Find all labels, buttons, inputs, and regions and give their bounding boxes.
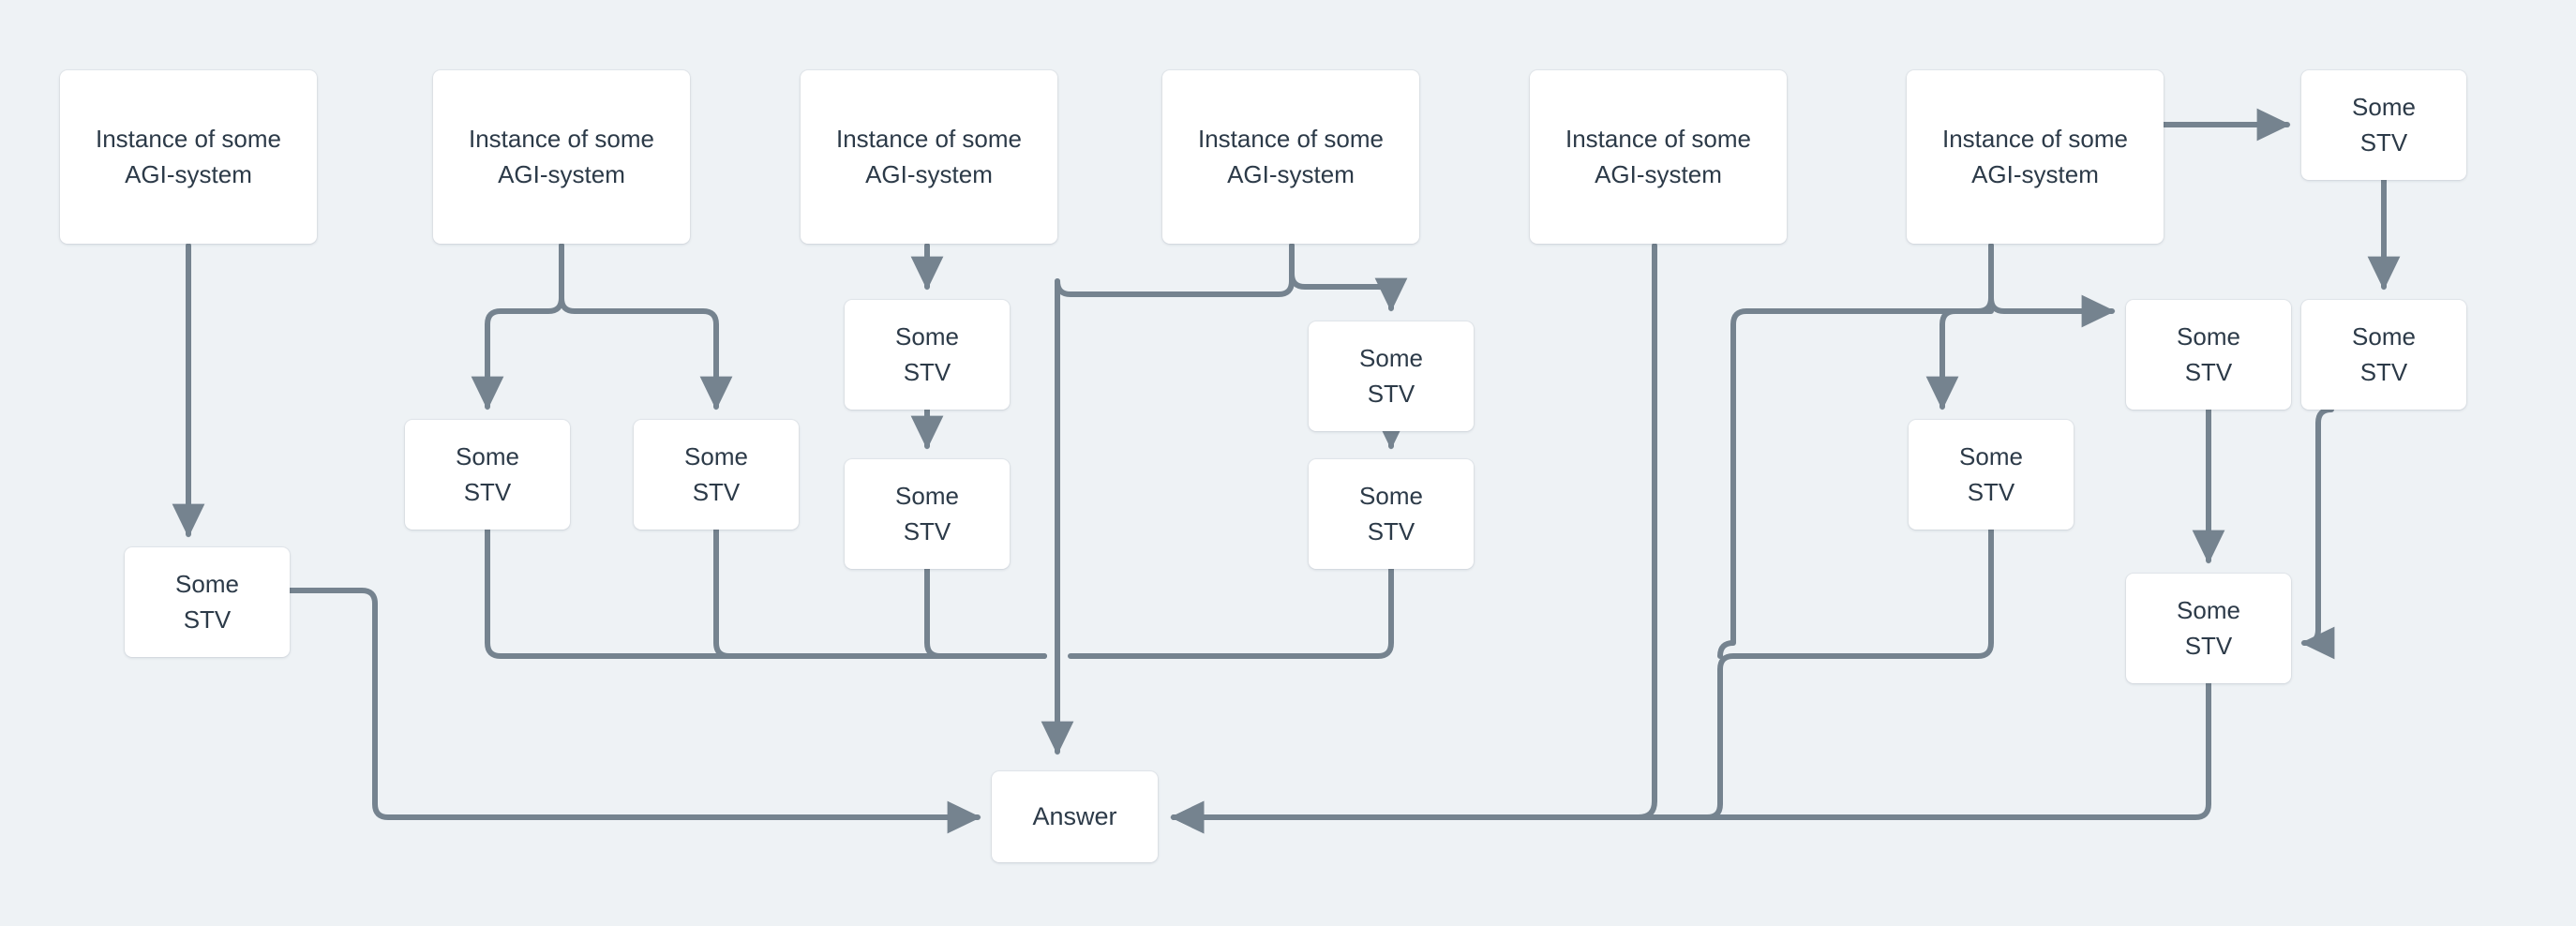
node-label: Some STV: [895, 481, 959, 545]
edge-stv4b-bus: [1068, 566, 1394, 659]
node-stv-1[interactable]: Some STV: [125, 547, 290, 657]
node-label: Instance of some AGI-system: [469, 124, 654, 188]
edge-stv6-answer: [1170, 527, 1994, 834]
node-label: Some STV: [1359, 481, 1423, 545]
node-label: Answer: [1032, 801, 1117, 830]
edge-agi4-bus: [1055, 243, 1295, 297]
node-label: Some STV: [2352, 92, 2416, 157]
node-label: Some STV: [175, 569, 239, 634]
node-label: Some STV: [2177, 321, 2240, 386]
node-stv-2a[interactable]: Some STV: [405, 420, 570, 530]
edge-stv3b-bus: [924, 566, 1047, 659]
node-agi-instance-6[interactable]: Instance of some AGI-system: [1907, 70, 2164, 244]
node-agi-instance-5[interactable]: Instance of some AGI-system: [1530, 70, 1787, 244]
node-stv-6[interactable]: Some STV: [1909, 420, 2074, 530]
node-agi-instance-1[interactable]: Instance of some AGI-system: [60, 70, 317, 244]
node-agi-instance-3[interactable]: Instance of some AGI-system: [801, 70, 1057, 244]
node-stv-4b[interactable]: Some STV: [1309, 459, 1474, 569]
node-label: Instance of some AGI-system: [836, 124, 1022, 188]
node-answer[interactable]: Answer: [992, 771, 1158, 862]
edge-agi2-stv2a: [471, 243, 564, 411]
node-label: Some STV: [1959, 441, 2023, 506]
node-label: Some STV: [2352, 321, 2416, 386]
node-stv-right-bottom[interactable]: Some STV: [2301, 300, 2466, 410]
node-label: Some STV: [2177, 595, 2240, 660]
node-label: Some STV: [895, 321, 959, 386]
node-stv-2b[interactable]: Some STV: [634, 420, 799, 530]
node-label: Some STV: [684, 441, 748, 506]
edge-stv7b-answer: [1170, 680, 2211, 834]
node-agi-instance-2[interactable]: Instance of some AGI-system: [433, 70, 690, 244]
node-agi-instance-4[interactable]: Instance of some AGI-system: [1162, 70, 1419, 244]
edge-stv1-answer: [287, 588, 981, 834]
node-label: Instance of some AGI-system: [1565, 124, 1751, 188]
node-stv-3a[interactable]: Some STV: [845, 300, 1010, 410]
node-stv-7a[interactable]: Some STV: [2126, 300, 2291, 410]
node-stv-7b[interactable]: Some STV: [2126, 574, 2291, 683]
node-label: Instance of some AGI-system: [96, 124, 281, 188]
node-stv-right-top[interactable]: Some STV: [2301, 70, 2466, 180]
edge-stvr2-stv7b: [2300, 407, 2335, 660]
edge-agi6-stv6: [1925, 243, 1994, 411]
edge-agi6-stv7a: [1988, 243, 2116, 328]
node-label: Instance of some AGI-system: [1942, 124, 2128, 188]
node-label: Instance of some AGI-system: [1198, 124, 1384, 188]
node-stv-3b[interactable]: Some STV: [845, 459, 1010, 569]
node-stv-4a[interactable]: Some STV: [1309, 321, 1474, 431]
node-label: Some STV: [456, 441, 519, 506]
node-label: Some STV: [1359, 343, 1423, 408]
edge-agi4-stv4a: [1289, 243, 1408, 312]
edge-agi2-stv2b: [559, 243, 733, 411]
